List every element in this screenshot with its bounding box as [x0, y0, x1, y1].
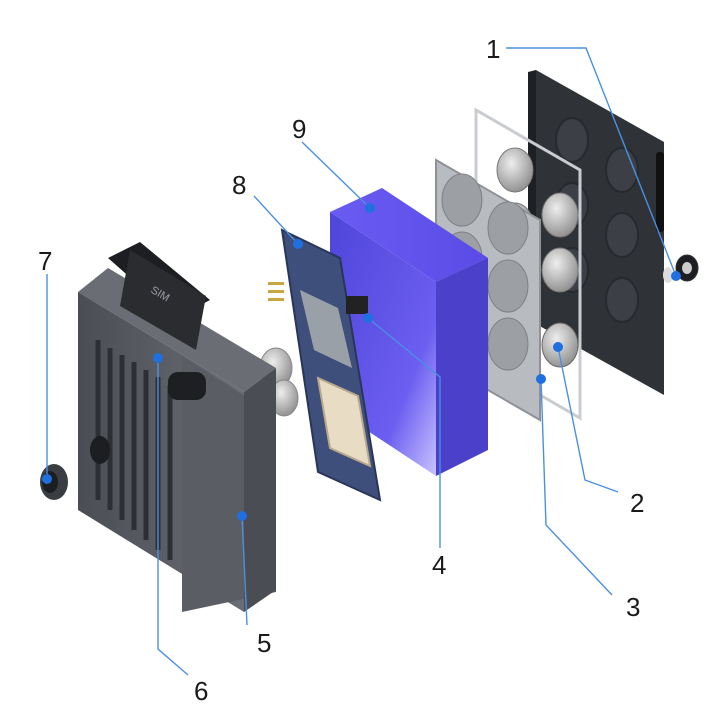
- callout-2: 2: [630, 488, 644, 518]
- callout-1: 1: [486, 34, 500, 64]
- leader-3: [540, 378, 613, 596]
- marker-9: [365, 203, 375, 213]
- marker-4: [363, 313, 373, 323]
- marker-2: [553, 342, 563, 352]
- leader-9: [301, 141, 371, 209]
- leader-5: [241, 515, 248, 626]
- marker-1: [671, 271, 681, 281]
- marker-6: [153, 353, 163, 363]
- leader-4: [367, 317, 441, 548]
- callout-6: 6: [194, 676, 208, 706]
- gps-antenna: [316, 376, 372, 468]
- callout-9: 9: [292, 114, 306, 144]
- callout-5: 5: [257, 628, 271, 658]
- callout-labels: 1 2 3 4 5 6 7 8 9: [38, 34, 644, 706]
- pcb-board: [268, 228, 382, 502]
- leader-1: [506, 47, 677, 277]
- leader-2: [557, 346, 619, 493]
- callout-8: 8: [232, 170, 246, 200]
- leader-lines: [46, 47, 677, 676]
- marker-8: [293, 239, 303, 249]
- marker-7: [42, 474, 52, 484]
- marker-dots: [42, 203, 681, 521]
- marker-5: [237, 511, 247, 521]
- callout-3: 3: [626, 592, 640, 622]
- callout-4: 4: [432, 550, 446, 580]
- screw-washer: [663, 254, 699, 283]
- marker-3: [536, 374, 546, 384]
- leader-6: [157, 358, 189, 676]
- leader-8: [253, 195, 299, 245]
- callout-7: 7: [38, 246, 52, 276]
- sim-cover-flap: SIM: [108, 242, 210, 350]
